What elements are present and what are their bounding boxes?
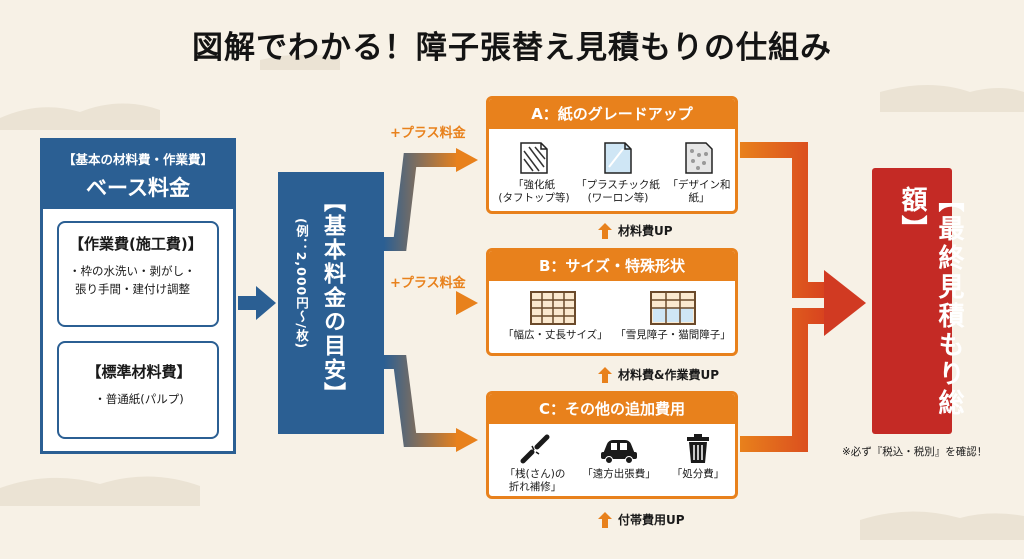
item-label: 「プラスチック紙 — [576, 179, 660, 191]
reinforced-paper-icon — [520, 142, 548, 174]
car-icon — [601, 440, 637, 464]
item-label: (タフトップ等) — [498, 192, 570, 204]
plus-fee-label-b: +プラス料金 — [390, 276, 466, 291]
material-up-label: 材料費UP — [598, 222, 673, 239]
item-disposal-fee: 「処分費」 — [661, 434, 735, 481]
arrow-center-to-panels — [384, 148, 478, 452]
panel-paper-upgrade: A：紙のグレードアップ 「強化紙 (タフトップ等) 「プラスチック紙 (ワーロン… — [486, 96, 738, 214]
work-fee-line: ・枠の水洗い・剥がし・ — [69, 264, 196, 278]
material-fee-line: ・普通紙(パルプ) — [94, 392, 184, 406]
item-plastic-paper: 「プラスチック紙 (ワーロン等) — [575, 141, 661, 205]
item-label: 「強化紙 — [513, 179, 555, 191]
plastic-paper-icon — [604, 142, 632, 174]
material-work-up-text: 材料費&作業費UP — [618, 368, 720, 382]
up-arrow-icon — [598, 222, 612, 239]
page-title: 図解でわかる！障子張替え見積もりの仕組み — [192, 30, 832, 66]
base-price-example: (例：2,000円〜/枚) — [294, 218, 309, 350]
base-price-guide-box: 【基本料金の目安】 (例：2,000円〜/枚) — [278, 172, 384, 434]
yukimi-shoji-icon — [650, 291, 696, 325]
item-label: 折れ補修」 — [508, 481, 562, 493]
up-arrow-icon — [598, 366, 612, 383]
panel-a-title: A：紙のグレードアップ — [489, 99, 735, 129]
material-fee-title: 【標準材料費】 — [86, 363, 192, 381]
final-estimate-label: 【最終見積もり総額】 — [897, 186, 964, 418]
panel-other-costs: C：その他の追加費用 「桟(さん)の 折れ補修」 「遠方出張費」 「処分費」 — [486, 391, 738, 499]
panel-b-title: B：サイズ・特殊形状 — [489, 251, 735, 281]
item-frame-repair: 「桟(さん)の 折れ補修」 — [495, 434, 575, 494]
arrow-panels-to-final — [740, 142, 866, 452]
plus-fee-label-a: +プラス料金 — [390, 126, 466, 141]
trash-icon — [687, 434, 709, 463]
material-fee-box: 【標準材料費】 ・普通紙(パルプ) — [57, 341, 219, 439]
material-up-text: 材料費UP — [618, 224, 673, 238]
item-label: (ワーロン等) — [587, 192, 649, 204]
base-fee-subheading: 【基本の材料費・作業費】 — [62, 152, 213, 167]
base-price-guide-label: 【基本料金の目安】 — [320, 190, 345, 406]
work-fee-title: 【作業費(施工費)】 — [69, 235, 203, 253]
panel-size-special: B：サイズ・特殊形状 「幅広・丈長サイズ」 「雪見障子・猫間障子」 — [486, 248, 738, 356]
item-label: 「デザイン和紙」 — [667, 179, 731, 204]
work-fee-line: 張り手間・建付け調整 — [75, 282, 190, 296]
up-arrow-icon — [598, 511, 612, 528]
tax-check-note: ※必ず『税込・税別』を確認！ — [842, 446, 988, 458]
broken-frame-icon — [520, 434, 550, 464]
item-label: 「処分費」 — [671, 468, 725, 480]
cloud-decoration — [0, 54, 1024, 540]
item-label: 「桟(さん)の — [504, 468, 566, 480]
arrow-base-to-center — [238, 286, 276, 320]
final-estimate-box: 【最終見積もり総額】 — [872, 168, 964, 434]
item-design-paper: 「デザイン和紙」 — [663, 141, 735, 205]
incidental-up-label: 付帯費用UP — [598, 511, 685, 528]
base-fee-heading: ベース料金 — [86, 176, 190, 200]
item-label: 「遠方出張費」 — [582, 468, 656, 480]
base-fee-header: 【基本の材料費・作業費】 ベース料金 — [43, 141, 233, 209]
material-work-up-label: 材料費&作業費UP — [598, 366, 719, 383]
design-paper-icon — [685, 142, 713, 174]
base-fee-panel: 【基本の材料費・作業費】 ベース料金 【作業費(施工費)】 ・枠の水洗い・剥がし… — [40, 138, 236, 454]
work-fee-box: 【作業費(施工費)】 ・枠の水洗い・剥がし・ 張り手間・建付け調整 — [57, 221, 219, 327]
item-reinforced-paper: 「強化紙 (タフトップ等) — [495, 141, 573, 205]
item-label: 「雪見障子・猫間障子」 — [615, 329, 731, 341]
shoji-grid-icon — [530, 291, 576, 325]
item-label: 「幅広・丈長サイズ」 — [503, 329, 608, 341]
panel-c-title: C：その他の追加費用 — [489, 394, 735, 424]
item-travel-fee: 「遠方出張費」 — [579, 434, 659, 481]
item-yukimi-shoji: 「雪見障子・猫間障子」 — [611, 291, 735, 342]
item-wide-size: 「幅広・丈長サイズ」 — [503, 291, 608, 342]
incidental-up-text: 付帯費用UP — [618, 513, 685, 527]
